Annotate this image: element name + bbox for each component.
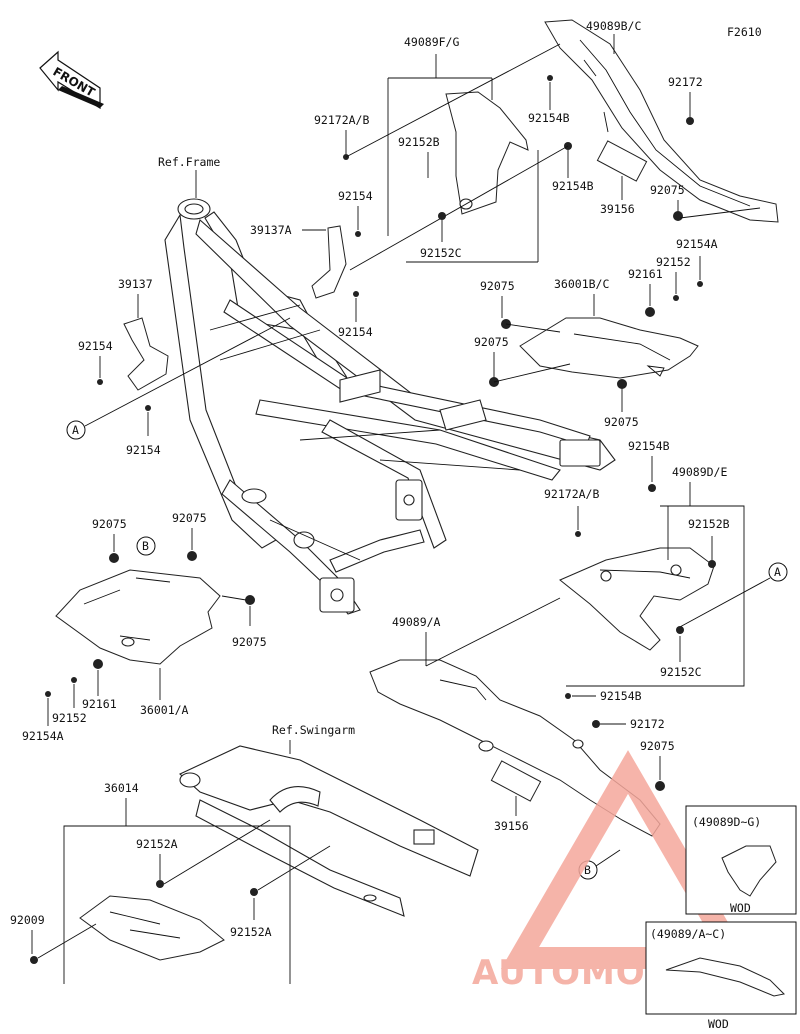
label-92152-bot: 92152 — [52, 711, 87, 725]
label-92009: 92009 — [10, 913, 45, 927]
label-92075-a: 92075 — [480, 279, 515, 293]
front-direction-arrow: FRONT — [39, 50, 104, 110]
label-92075-c: 92075 — [604, 415, 639, 429]
part-49089DE-cover — [559, 547, 715, 651]
inset-lower-caption: (49089/A~C) — [650, 927, 726, 941]
label-92172-top: 92172 — [668, 75, 703, 89]
label-92161-bot: 92161 — [82, 697, 117, 711]
motorcycle-frame — [164, 198, 616, 615]
callout-a-right: A — [774, 565, 781, 579]
label-92075-bot: 92075 — [640, 739, 675, 753]
label-39137A: 39137A — [250, 223, 292, 237]
label-39156-top: 39156 — [600, 202, 635, 216]
label-92154-1: 92154 — [338, 189, 373, 203]
label-92152C-mid: 92152C — [660, 665, 702, 679]
label-92075-l2: 92075 — [172, 511, 207, 525]
label-92154-2: 92154 — [338, 325, 373, 339]
part-36001A-cover — [55, 569, 221, 665]
label-36001BC: 36001B/C — [554, 277, 609, 291]
part-39156-bot-block — [490, 760, 542, 802]
label-36001A: 36001/A — [140, 703, 189, 717]
label-92161-top: 92161 — [628, 267, 663, 281]
part-39137-bracket — [123, 317, 169, 391]
label-92152A-1: 92152A — [136, 837, 178, 851]
label-92172AB-top: 92172A/B — [314, 113, 369, 127]
label-92154B-4: 92154B — [600, 689, 642, 703]
label-92154A-top: 92154A — [676, 237, 718, 251]
part-36014-guard — [79, 895, 225, 961]
part-39156-top-block — [596, 140, 648, 182]
label-92172AB-mid: 92172A/B — [544, 487, 599, 501]
part-39137A-bracket — [311, 225, 347, 299]
label-92154B-3: 92154B — [628, 439, 670, 453]
label-92152B-mid: 92152B — [688, 517, 730, 531]
callout-b-right: B — [584, 863, 591, 877]
callout-b-left: B — [142, 539, 149, 553]
label-92154A-bot: 92154A — [22, 729, 64, 743]
label-92152-top: 92152 — [656, 255, 691, 269]
label-49089FG: 49089F/G — [404, 35, 459, 49]
figure-code: F2610 — [727, 25, 762, 39]
label-49089A: 49089/A — [392, 615, 441, 629]
ref-frame-label: Ref.Frame — [158, 155, 220, 169]
part-49089FG-cover — [445, 91, 529, 215]
ref-swingarm-label: Ref.Swingarm — [272, 723, 355, 737]
part-36001BC-cover — [519, 317, 699, 379]
label-92154-left: 92154 — [78, 339, 113, 353]
inset-upper-caption: (49089D~G) — [692, 815, 761, 829]
label-92152A-2: 92152A — [230, 925, 272, 939]
label-39156-bot: 39156 — [494, 819, 529, 833]
label-92075-l1: 92075 — [92, 517, 127, 531]
label-92075-l3: 92075 — [232, 635, 267, 649]
label-92154-left2: 92154 — [126, 443, 161, 457]
inset-upper-tag: WOD — [730, 901, 751, 915]
label-92075-b: 92075 — [474, 335, 509, 349]
callout-a-left: A — [72, 423, 79, 437]
label-49089BC: 49089B/C — [586, 19, 641, 33]
label-92075-top: 92075 — [650, 183, 685, 197]
part-49089BC-cover — [544, 19, 779, 223]
label-92172-bot: 92172 — [630, 717, 665, 731]
inset-lower-tag: WOD — [708, 1017, 729, 1031]
label-39137: 39137 — [118, 277, 153, 291]
label-92154B-2: 92154B — [552, 179, 594, 193]
inset-lower: (49089/A~C) WOD — [645, 921, 797, 1031]
swingarm — [179, 745, 479, 917]
label-92152B-top: 92152B — [398, 135, 440, 149]
label-36014: 36014 — [104, 781, 139, 795]
label-49089DE: 49089D/E — [672, 465, 727, 479]
label-92154B-1: 92154B — [528, 111, 570, 125]
label-92152C-top: 92152C — [420, 246, 462, 260]
inset-upper: (49089D~G) WOD — [685, 805, 797, 915]
